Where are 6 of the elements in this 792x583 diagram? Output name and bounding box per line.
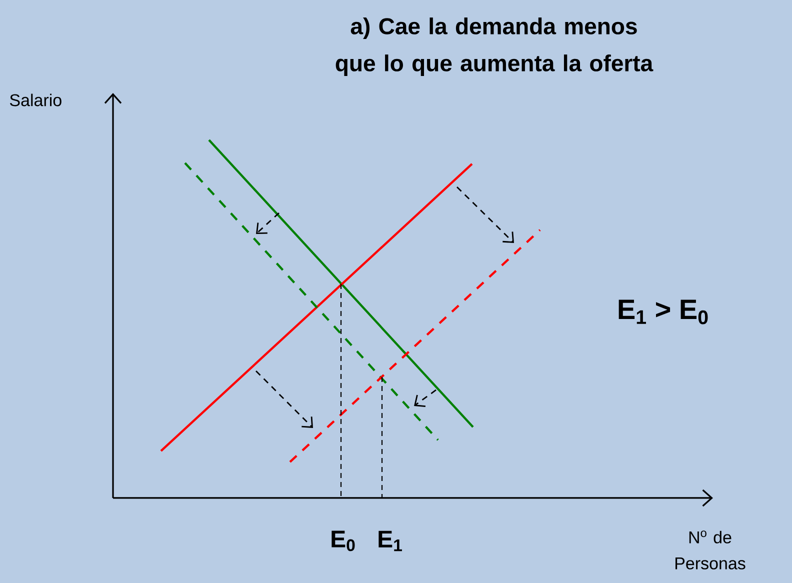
point-label: E$_{0}$ <box>332 530 355 552</box>
axis-label: Salario <box>10 94 62 106</box>
title: a) Cae la demanda menos que lo que aumenta la oferta <box>336 18 654 76</box>
axis-label: N$^{o}$ de Personas <box>676 530 746 570</box>
point-label: E$_{1}$ <box>378 530 402 552</box>
equation-label: E$_{1}$ > E$_{0}$ <box>618 300 708 324</box>
